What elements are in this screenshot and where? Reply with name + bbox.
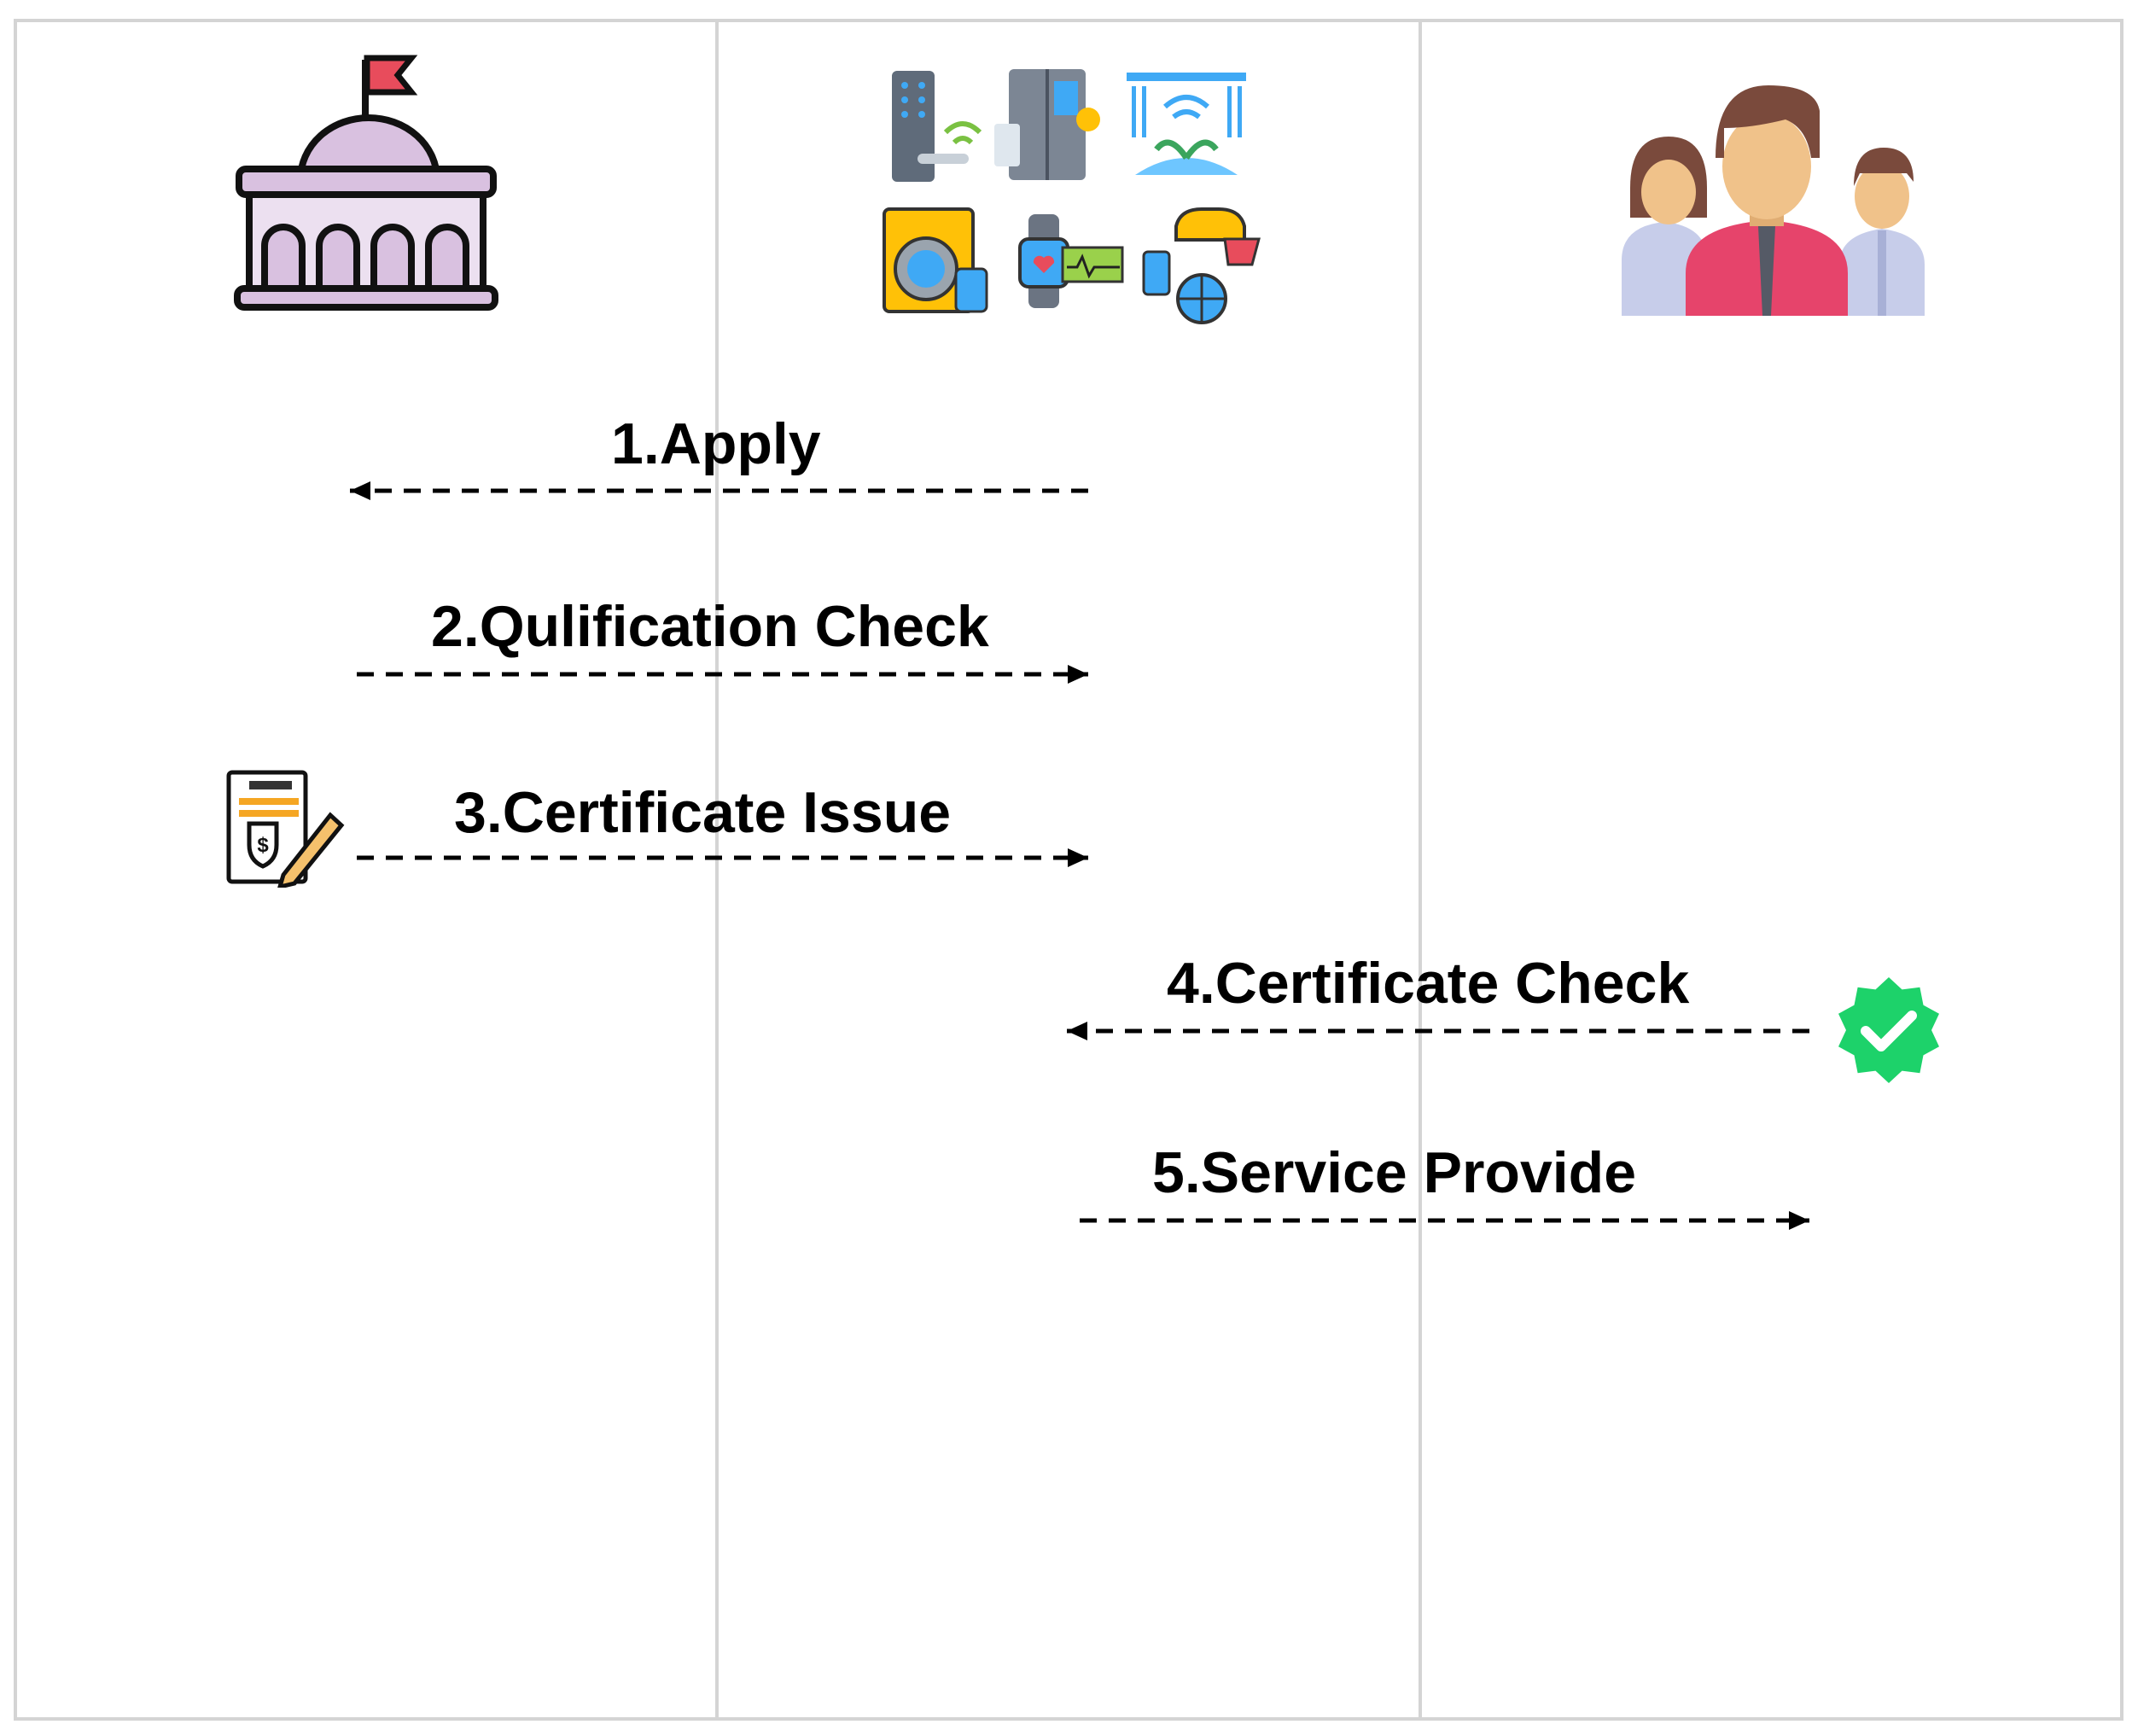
smart-fridge-icon: [994, 69, 1100, 180]
smart-irrigation-icon: [1127, 73, 1246, 175]
government-building-icon: [234, 55, 498, 311]
iot-devices-icon: [883, 69, 1261, 324]
lane-divider-2: [1419, 19, 1422, 1721]
lane-divider-1: [715, 19, 719, 1721]
certificate-sign-icon: $: [226, 770, 345, 888]
step-3-arrowhead: [1068, 848, 1088, 867]
smart-lock-icon: [892, 71, 982, 182]
users-group-icon: [1622, 85, 1925, 316]
step-4-arrowhead: [1067, 1022, 1087, 1040]
svg-text:$: $: [257, 834, 269, 857]
washing-machine-icon: [883, 207, 988, 313]
connected-services-icon: [1142, 207, 1261, 324]
lane-frame: [14, 19, 2123, 1721]
step-1-arrowhead: [350, 481, 370, 500]
step-1-label: 1.Apply: [611, 411, 821, 476]
step-4-label: 4.Certificate Check: [1167, 951, 1690, 1016]
step-2-label: 2.Qulification Check: [431, 594, 989, 659]
smartwatch-icon: [1018, 214, 1124, 308]
step-5-label: 5.Service Provide: [1152, 1140, 1637, 1205]
step-5-arrowhead: [1789, 1211, 1809, 1230]
step-3-label: 3.Certificate Issue: [454, 780, 952, 845]
step-2-arrowhead: [1068, 665, 1088, 684]
verified-badge-icon: [1838, 977, 1939, 1083]
